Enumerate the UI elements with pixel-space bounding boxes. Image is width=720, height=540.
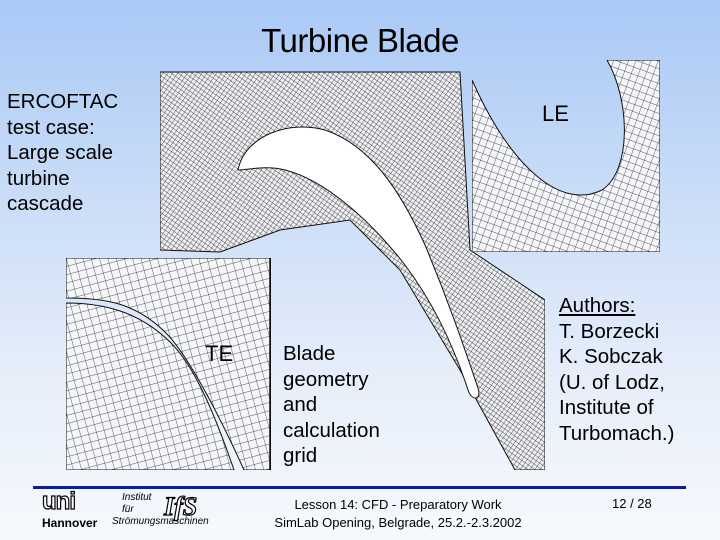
footer-line2: SimLab Opening, Belgrade, 25.2.-2.3.2002	[274, 515, 522, 530]
slide-title: Turbine Blade	[261, 22, 459, 59]
leading-edge-grid-image	[472, 60, 660, 252]
le-label: LE	[542, 101, 569, 126]
footer-divider	[33, 486, 686, 489]
blade-grid-image	[160, 71, 545, 470]
inst-line3: Strömungsmaschinen	[112, 516, 209, 527]
te-label: TE	[205, 341, 234, 366]
intro-text: ERCOFTAC test case: Large scale turbine …	[7, 90, 119, 215]
authors-block: Authors: T. Borzecki K. Sobczak (U. of L…	[559, 293, 674, 446]
inst-line1: Institut	[122, 492, 152, 503]
page-number: 12 / 28	[612, 496, 652, 511]
authors-list: T. Borzecki K. Sobczak (U. of Lodz, Inst…	[559, 319, 675, 445]
uni-city: Hannover	[42, 516, 98, 530]
ifs-logo-text: IfS	[163, 491, 198, 521]
trailing-edge-grid-image	[66, 258, 271, 470]
footer-text: Lesson 14: CFD - Preparatory Work SimLab…	[220, 496, 576, 532]
grid-caption: Blade geometry and calculation grid	[283, 342, 380, 467]
authors-heading: Authors:	[559, 294, 636, 317]
uni-logo-text: uni	[41, 487, 76, 515]
institute-logo: uni Hannover Institut für Strömungsmasch…	[40, 487, 212, 532]
inst-line2: für	[122, 504, 134, 515]
footer-line1: Lesson 14: CFD - Preparatory Work	[294, 497, 502, 512]
